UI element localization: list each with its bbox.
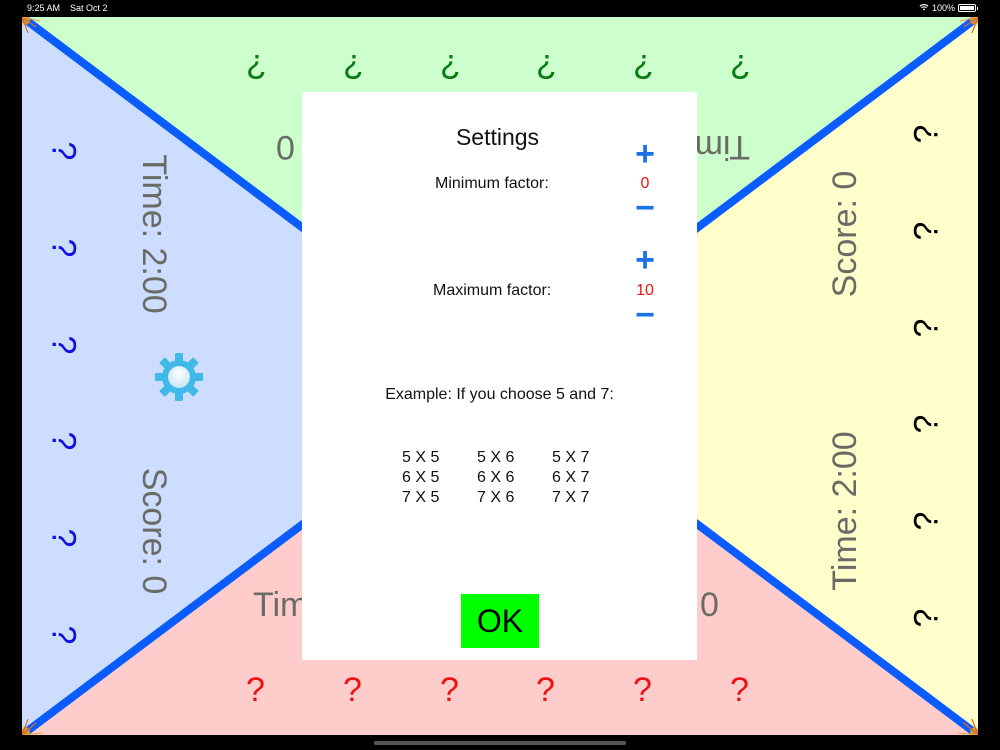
example-cell: 7 X 7 [552,489,590,506]
home-indicator[interactable] [374,741,626,745]
status-date: Sat Oct 2 [70,3,108,13]
bottom-question-1[interactable]: ? [246,671,265,709]
example-cell: 6 X 7 [552,469,590,486]
spark-icon-top-right [959,17,978,34]
right-zone [500,17,978,735]
bottom-question-6[interactable]: ? [730,671,749,709]
right-question-2[interactable]: ? [907,221,946,241]
minimum-factor-value: 0 [640,175,650,192]
minimum-factor-label: Minimum factor: [435,175,549,192]
maximum-factor-value: 10 [636,282,654,299]
bottom-question-5[interactable]: ? [633,671,652,709]
right-score-label: Score: 0 [826,170,864,298]
example-cell: 7 X 6 [477,489,515,506]
right-time-label: Time: 2:00 [826,431,864,591]
wifi-icon [919,3,929,13]
right-question-1[interactable]: ? [907,124,946,144]
maximum-decrease-button[interactable]: − [635,296,655,334]
top-question-3[interactable]: ¿ [440,43,461,81]
status-bar: 9:25 AM Sat Oct 2 100% [0,0,1000,17]
top-question-1[interactable]: ¿ [246,43,267,81]
battery-percent: 100% [931,3,955,13]
top-question-5[interactable]: ¿ [633,43,654,81]
bottom-score-value: 0 [700,586,719,624]
left-score-label: Score: 0 [135,467,173,595]
example-cell: 5 X 6 [477,449,515,466]
example-cell: 7 X 5 [402,489,440,506]
example-cell: 5 X 7 [552,449,590,466]
bottom-question-3[interactable]: ? [440,671,459,709]
top-time-label: Tim [694,130,750,164]
minimum-increase-button[interactable]: + [635,135,655,173]
maximum-factor-label: Maximum factor: [433,282,552,299]
left-question-5[interactable]: ? [44,528,83,548]
left-question-1[interactable]: ? [44,141,83,161]
battery-icon [958,4,978,12]
example-cell: 6 X 6 [477,469,515,486]
bottom-time-label: Tim [253,586,309,624]
left-question-4[interactable]: ? [44,431,83,451]
minimum-decrease-button[interactable]: − [635,189,655,227]
example-text: Example: If you choose 5 and 7: [385,386,614,403]
example-grid: 5 X 5 5 X 6 5 X 7 6 X 5 6 X 6 6 X 7 7 X … [402,449,627,507]
settings-title: Settings [455,124,540,150]
top-question-4[interactable]: ¿ [536,43,557,81]
status-time: 9:25 AM [27,3,61,13]
spark-icon-bottom-right [957,718,978,735]
top-question-2[interactable]: ¿ [343,43,364,81]
settings-dialog: Settings + Minimum factor: 0 − + Maximum… [302,92,697,660]
right-question-5[interactable]: ? [907,511,946,531]
left-zone [22,17,500,735]
maximum-increase-button[interactable]: + [635,241,655,279]
gear-icon[interactable] [153,351,205,403]
left-question-2[interactable]: ? [44,238,83,258]
bottom-question-2[interactable]: ? [343,671,362,709]
top-score-value: 0 [276,128,295,166]
spark-icon-top-left [22,17,41,34]
example-cell: 6 X 5 [402,469,440,486]
bottom-question-4[interactable]: ? [536,671,555,709]
example-cell: 5 X 5 [402,449,440,466]
ok-button[interactable]: OK [461,594,539,648]
right-question-3[interactable]: ? [907,318,946,338]
spark-icon-bottom-left [22,718,43,735]
top-question-6[interactable]: ¿ [730,43,751,81]
right-question-6[interactable]: ? [907,608,946,628]
left-time-label: Time: 2:00 [135,154,173,314]
left-question-3[interactable]: ? [44,335,83,355]
left-question-6[interactable]: ? [44,625,83,645]
right-question-4[interactable]: ? [907,414,946,434]
